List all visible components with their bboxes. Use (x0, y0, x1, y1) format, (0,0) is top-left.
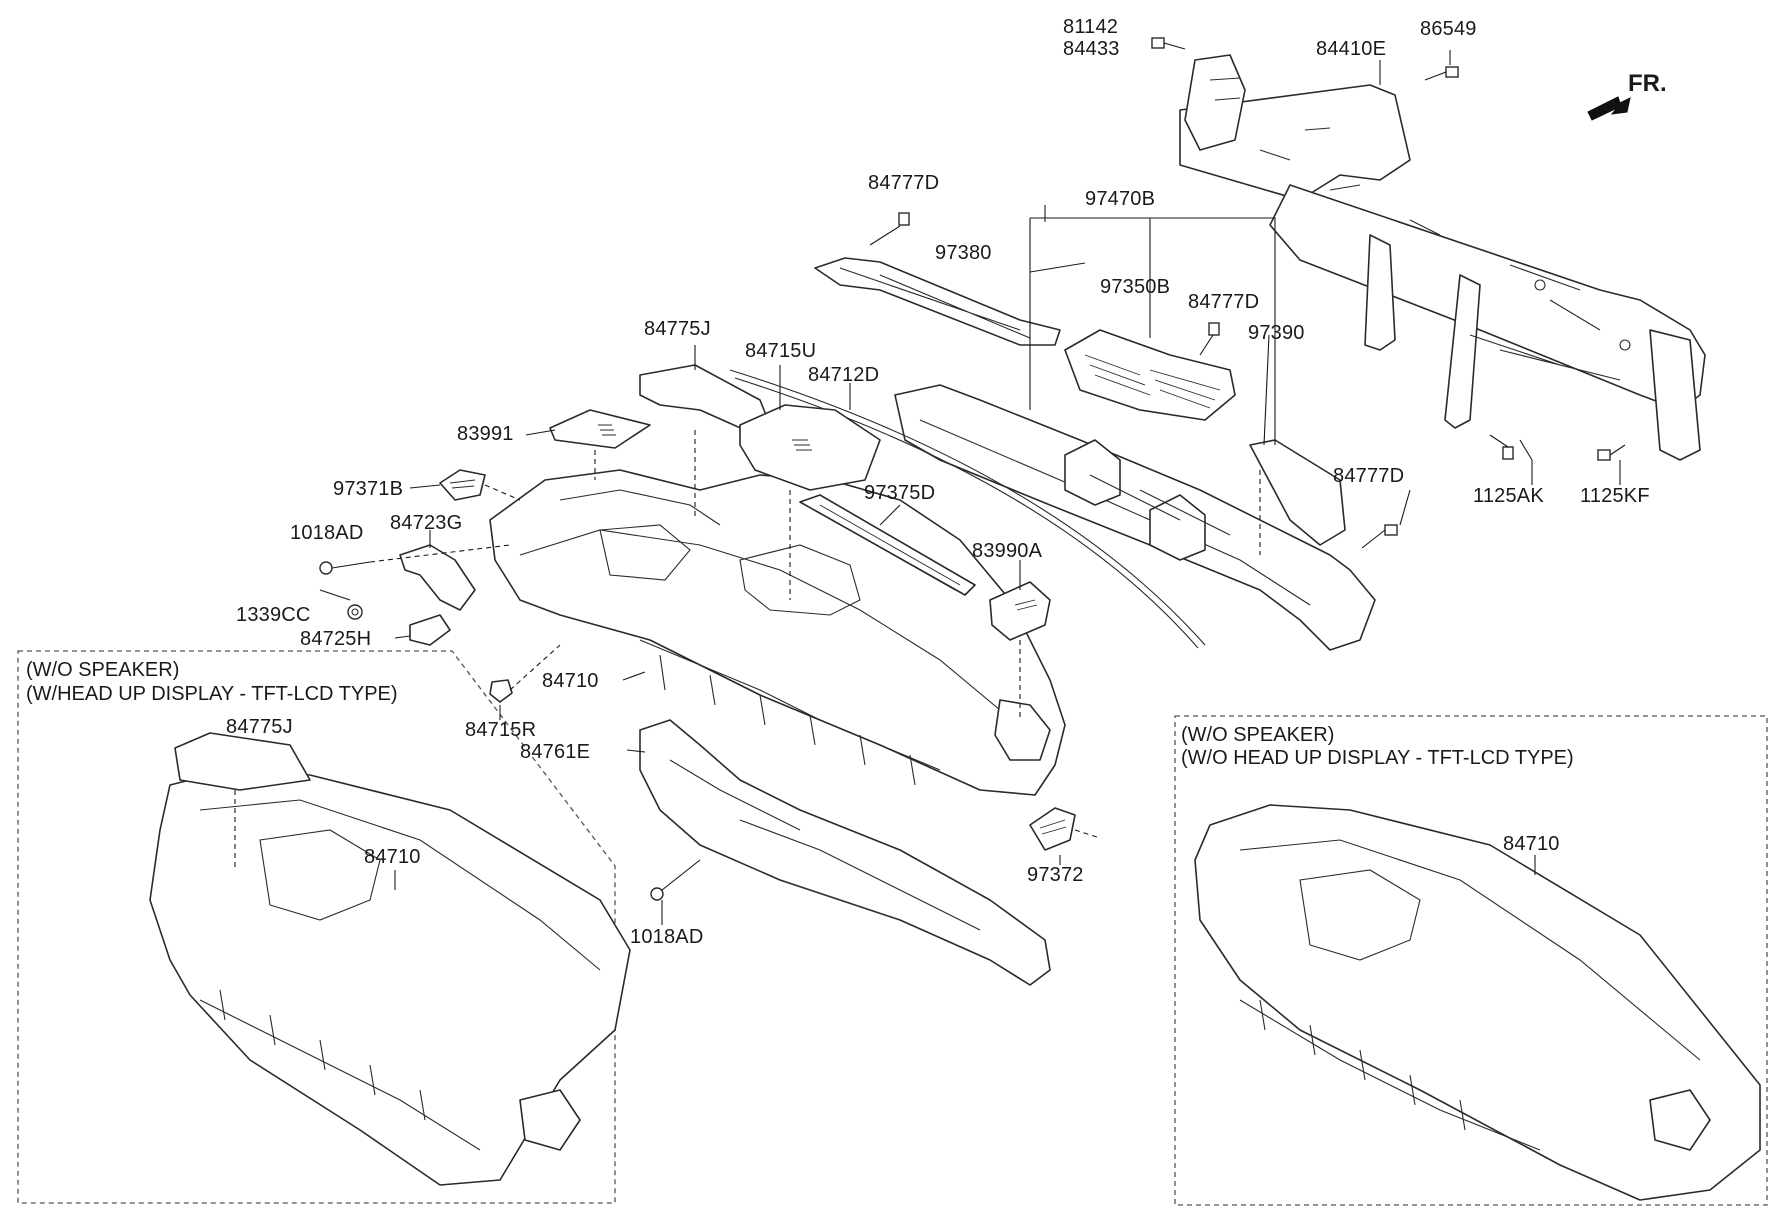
bolt-84777D-c (1361, 524, 1398, 549)
bolt-81142 (1151, 37, 1186, 50)
grille-83990A (989, 581, 1051, 641)
bracket-84723G (399, 544, 476, 611)
bolt-84777D-a (869, 212, 910, 246)
callout-84433: 84433 (1063, 38, 1120, 60)
callout-84775J: 84775J (644, 318, 711, 340)
bolt-1125KF (1597, 444, 1626, 461)
variant-box-left (17, 650, 616, 1204)
vent-97350B (1064, 329, 1236, 421)
bolt-84777D-b (1199, 322, 1220, 356)
callout-1018AD-a: 1018AD (290, 522, 364, 544)
callout-97470B: 97470B (1085, 188, 1156, 210)
crash-pad-right-variant (1194, 804, 1761, 1201)
callout-1125AK: 1125AK (1473, 485, 1544, 507)
callout-84715R: 84715R (465, 719, 537, 741)
callout-84777D-c: 84777D (1333, 465, 1405, 487)
cowl-cross-bar (1179, 54, 1706, 461)
crash-pad-left-variant (149, 769, 631, 1186)
crash-pad-main (489, 469, 1066, 796)
callout-97350B: 97350B (1100, 276, 1171, 298)
callout-97371B: 97371B (333, 478, 404, 500)
variant-left-line1: (W/O SPEAKER) (26, 659, 180, 681)
variant-right-line2: (W/O HEAD UP DISPLAY - TFT-LCD TYPE) (1181, 747, 1574, 769)
callout-84710-right: 84710 (1503, 833, 1560, 855)
vent-97371B (439, 469, 486, 501)
duct-97390 (894, 384, 1376, 651)
bracket-84725H (409, 614, 451, 646)
callout-97375D: 97375D (864, 482, 936, 504)
bolt-1125AK (1489, 434, 1514, 460)
variant-left-line2: (W/HEAD UP DISPLAY - TFT-LCD TYPE) (26, 683, 398, 705)
bracket-84761E (639, 719, 1051, 986)
nut-1339CC (347, 604, 363, 620)
callout-97380: 97380 (935, 242, 992, 264)
callout-84723G: 84723G (390, 512, 463, 534)
callout-1125KF: 1125KF (1580, 485, 1650, 507)
callout-84410E: 84410E (1316, 38, 1387, 60)
screw-1018AD-a (319, 561, 371, 575)
variant-right-line1: (W/O SPEAKER) (1181, 724, 1335, 746)
callout-81142: 81142 (1063, 16, 1119, 38)
callout-1339CC: 1339CC (236, 604, 311, 626)
callout-84710: 84710 (542, 670, 599, 692)
screw-1018AD-b (650, 859, 701, 901)
hud-cover-left-variant (174, 732, 311, 791)
callout-84725H: 84725H (300, 628, 372, 650)
callout-86549: 86549 (1420, 18, 1477, 40)
callout-84710-left: 84710 (364, 846, 421, 868)
callout-1018AD-b: 1018AD (630, 926, 704, 948)
callout-84775J-left: 84775J (226, 716, 293, 738)
clip-84715R (489, 679, 513, 703)
callout-84715U: 84715U (745, 340, 817, 362)
callout-84777D-b: 84777D (1188, 291, 1260, 313)
strip-84712D (729, 369, 1206, 646)
front-arrow-icon (1587, 96, 1631, 121)
callout-84761E: 84761E (520, 741, 591, 763)
callout-84777D-a: 84777D (868, 172, 940, 194)
variant-box-right (1174, 715, 1768, 1206)
callout-97372: 97372 (1027, 864, 1084, 886)
callout-83990A: 83990A (972, 540, 1043, 562)
callout-97390: 97390 (1248, 322, 1305, 344)
vent-97372 (1029, 807, 1076, 851)
bolt-86549 (1424, 66, 1459, 81)
callout-83991: 83991 (457, 423, 514, 445)
callout-84712D: 84712D (808, 364, 880, 386)
front-direction-label: FR. (1628, 70, 1667, 97)
grille-83991 (549, 409, 651, 449)
cover-84715U (739, 404, 881, 491)
